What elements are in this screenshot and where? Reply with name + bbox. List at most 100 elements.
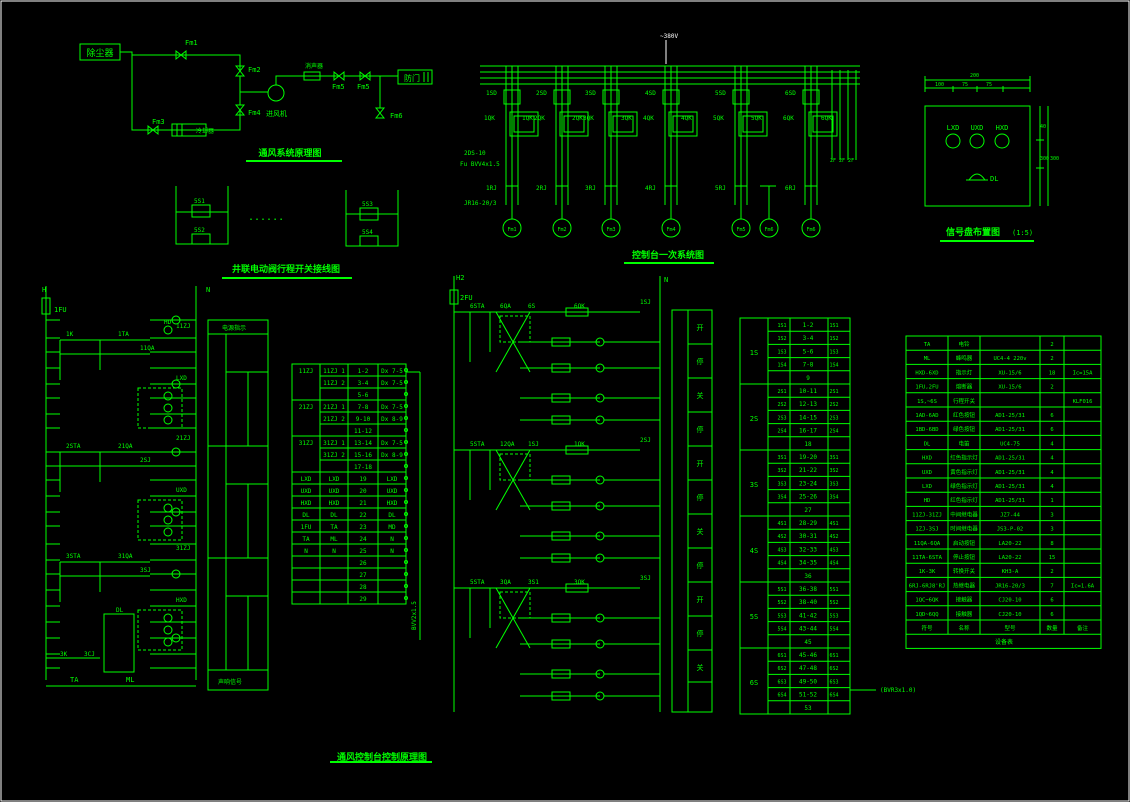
terminal-cell: 5-6 [803, 348, 814, 355]
bom-cell: 电笛 [958, 439, 970, 447]
valve-fm1 [175, 49, 187, 61]
wiring-cell: DL [330, 512, 338, 519]
bom-cell: DL [924, 441, 931, 447]
function-label: 关 [697, 663, 704, 672]
terminal-right: 6S2 [829, 666, 838, 672]
wiring-cell: UXD [387, 488, 398, 495]
voltage-label: ~380V [660, 33, 678, 40]
wiring-cell: 31ZJ 1 [323, 440, 345, 447]
valve-fm6 [374, 107, 386, 119]
bom-cell: 红色指示灯 [950, 454, 978, 462]
contactor [559, 111, 589, 137]
bom-cell: 蜂鸣器 [956, 354, 973, 362]
svg-text:300: 300 [1050, 156, 1059, 162]
label: 2SD [536, 90, 547, 97]
wiring-cell: 11-12 [354, 428, 372, 435]
cooler-box [171, 123, 207, 137]
bom-cell: 时间继电器 [950, 525, 978, 533]
terminal-left: 4S4 [777, 561, 786, 567]
terminal-right: 4S1 [829, 521, 838, 527]
bom-cell: JR16-20/3 [995, 583, 1025, 589]
bom-cell: 名称 [958, 624, 970, 632]
terminal-cell: 45 [804, 639, 812, 646]
terminal-right: 1S1 [829, 323, 838, 329]
label: 2SJ [640, 437, 651, 444]
bom-cell: 11TA-6STA [912, 555, 942, 561]
label: 3CJ [84, 651, 95, 658]
bom-cell: TA [924, 342, 931, 348]
bom-cell: XU-15/6 [998, 385, 1021, 391]
wiring-cell: UXD [329, 488, 340, 495]
terminal-left: 2S2 [777, 402, 786, 408]
motor-label: Fm1 [507, 227, 516, 233]
bom-cell: 1S,~6S [917, 399, 937, 405]
wiring-cell: 11ZJ 1 [323, 368, 345, 375]
terminal-right: 6S1 [829, 653, 838, 659]
function-label: 停 [697, 629, 704, 638]
bom-cell: 型号 [1004, 624, 1016, 632]
label: 1SJ [528, 441, 539, 448]
terminal-left: 3S2 [777, 468, 786, 474]
terminal-cell: 32-33 [799, 546, 817, 553]
bom-cell: 启动按钮 [953, 539, 976, 547]
signal-panel-title: 信号盘布置图 [946, 226, 1000, 238]
bom-cell: HD [924, 498, 931, 504]
bom-cell: 1QC~6QK [915, 598, 939, 604]
label: 5SD [715, 90, 726, 97]
bom-cell: AD1-25/31 [995, 413, 1025, 419]
bom-cell: 2 [1050, 385, 1053, 391]
function-label: 开 [697, 596, 704, 604]
label: 3QK [583, 115, 594, 122]
signal-panel-scale: (1:5) [1012, 229, 1033, 237]
bom-cell: HXD-6XD [915, 370, 938, 376]
terminal-cell: 49-50 [799, 678, 817, 685]
function-label: 开 [697, 460, 704, 468]
svg-text:声响信号: 声响信号 [218, 678, 242, 686]
terminal-left: 5S4 [777, 627, 786, 633]
label: HXD [176, 597, 187, 604]
terminal-cell: 47-48 [799, 665, 817, 672]
bom-cell: 1 [1050, 498, 1053, 504]
wiring-cell: LXD [301, 476, 312, 483]
bom-cell: JS3-P-02 [997, 527, 1024, 533]
lamp-lxd [945, 133, 961, 149]
function-label: 关 [697, 391, 704, 400]
label: 12QA [500, 441, 515, 448]
terminal-cell: 18 [804, 441, 812, 448]
label: 5STA [470, 441, 485, 448]
terminal-cell: 27 [804, 507, 812, 514]
terminal-cell: 34-35 [799, 560, 817, 567]
bom-cell: LA20-22 [998, 555, 1021, 561]
terminal-left: 4S1 [777, 521, 786, 527]
wiring-cell: MD [388, 524, 396, 531]
label: 3QA [500, 579, 511, 586]
breaker [732, 89, 750, 105]
terminal-cell: 16-17 [799, 428, 817, 435]
valve-fm5 [333, 70, 345, 82]
terminal-left: 1S4 [777, 363, 786, 369]
ventilation-title: 通风系统原理图 [258, 147, 321, 159]
label: 1K [66, 331, 74, 338]
label: 3STA [66, 553, 81, 560]
bottom-ml-label: ML [126, 676, 134, 684]
panel-dim-2: 75 [962, 82, 968, 88]
panel-dim-3: 75 [986, 82, 992, 88]
valve-fm4-label: Fm4 [248, 109, 261, 117]
wiring-cell: Dx 7-5 [381, 380, 403, 387]
terminal-cell: 51-52 [799, 692, 817, 699]
breaker [662, 89, 680, 105]
dust-collector-label: 除尘器 [86, 47, 113, 59]
bom-cell: 8 [1050, 541, 1053, 547]
terminal-cell: 28-29 [799, 520, 817, 527]
terminal-left: 3S1 [777, 455, 786, 461]
label: 5QK [751, 115, 762, 122]
bom-cell: 3 [1050, 512, 1053, 518]
bom-cell: AD1-25/31 [995, 470, 1025, 476]
bom-cell: 15 [1049, 555, 1056, 561]
terminal-left: 6S2 [777, 666, 786, 672]
fuse-label: 1FU [54, 306, 67, 314]
wiring-cell: 26 [359, 560, 367, 567]
terminal-left: 4S2 [777, 534, 786, 540]
